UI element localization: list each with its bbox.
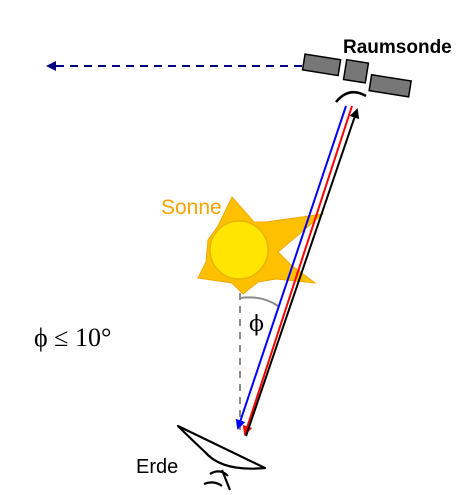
angle-label: ϕ [249,312,264,337]
earth-ground-station [176,424,267,491]
probe-label: Raumsonde [343,37,452,58]
probe-solar-panel-right [368,73,413,98]
space-probe [301,53,413,103]
signal-red-downlink [242,105,353,436]
angle-condition: ϕ ≤ 10° [34,323,111,352]
earth-label: Erde [136,456,178,478]
angle-arc [239,296,279,307]
signal-blue-downlink [235,105,347,430]
probe-body [342,58,370,84]
signal-black-uplink [245,108,360,437]
probe-solar-panel-left [301,53,342,77]
ground-station-mount [203,469,232,491]
sun-disk [209,220,269,280]
sun-label: Sonne [161,196,222,219]
probe-antenna-dish [335,90,367,103]
ground-station-dish [176,424,267,470]
